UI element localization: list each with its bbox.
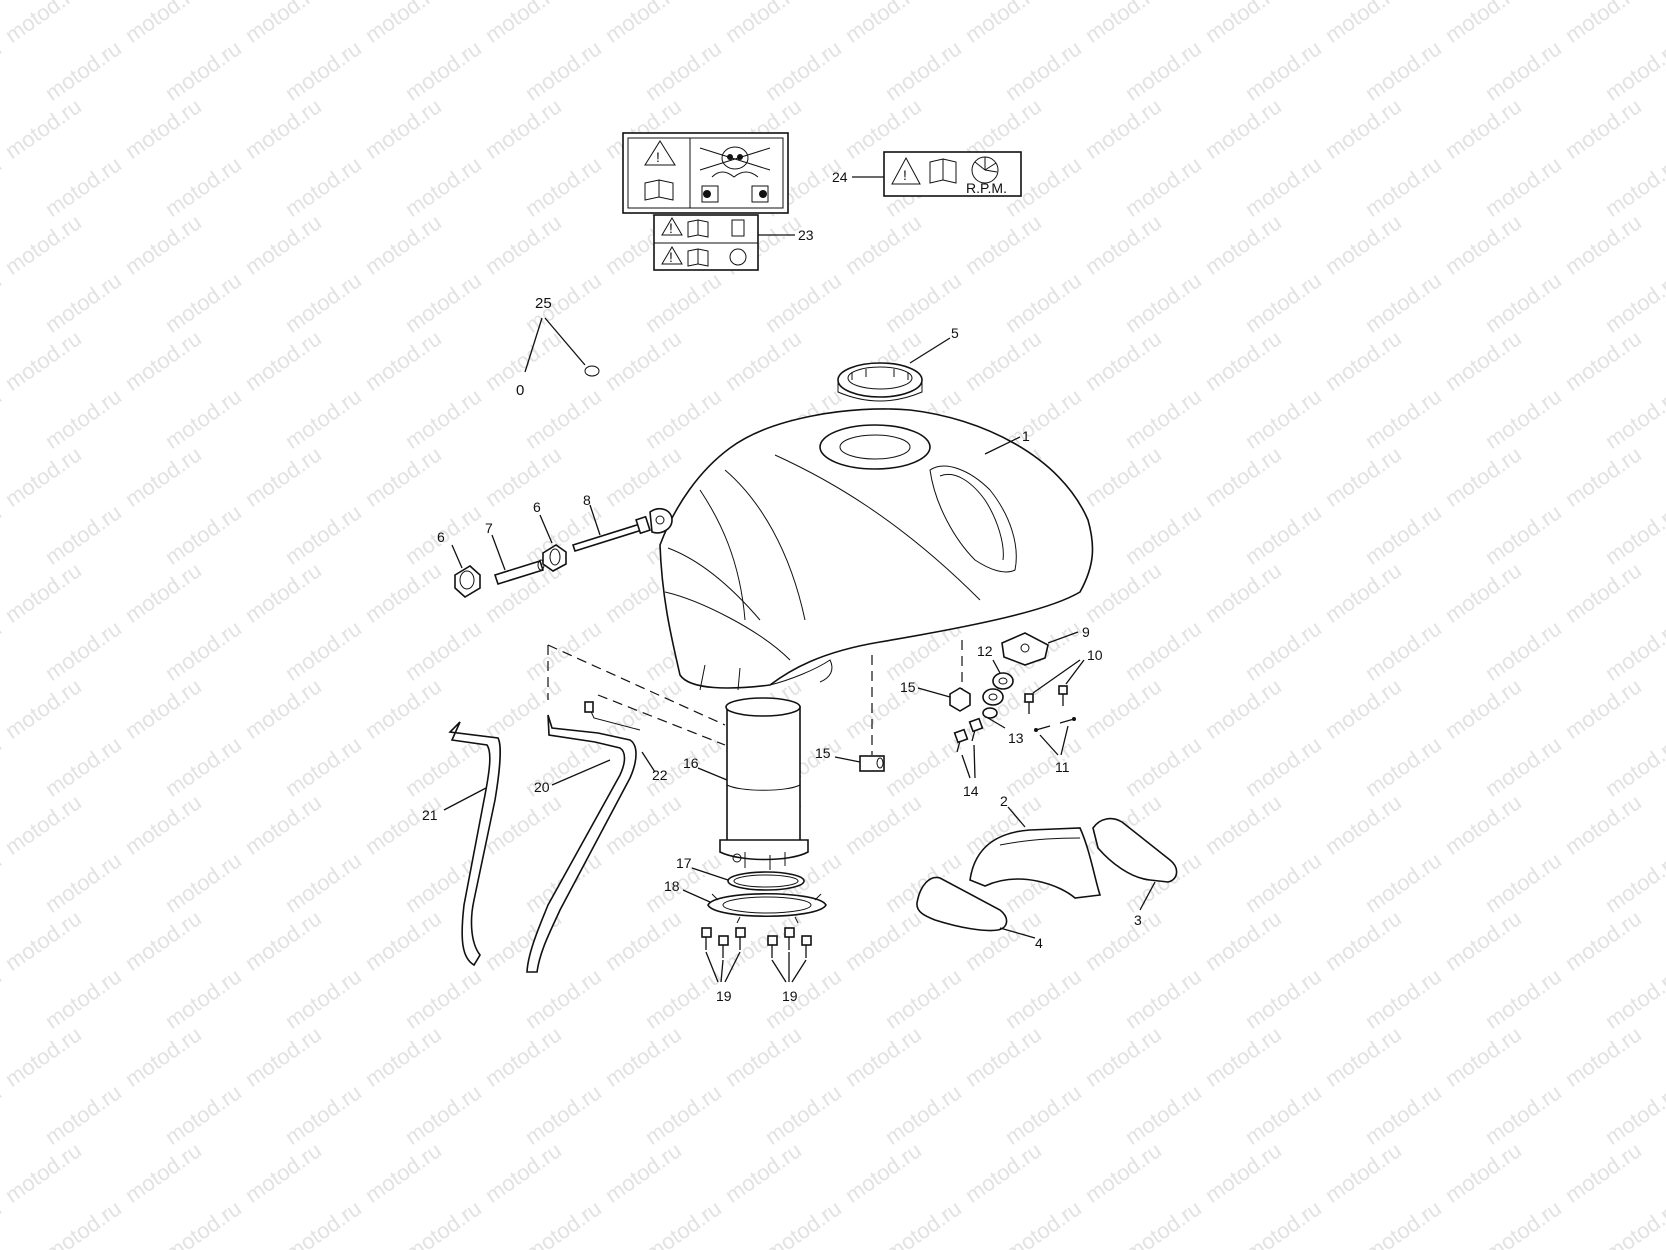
fuel-pump-assembly: 16 17 18 19 bbox=[547, 644, 827, 1004]
nut-15a bbox=[949, 687, 971, 712]
rubber-block-15 bbox=[859, 755, 885, 772]
bolt-14a bbox=[953, 728, 969, 753]
tank-pads: 2 3 4 bbox=[916, 793, 1178, 951]
bolt-14b bbox=[968, 717, 984, 742]
label-21: 21 bbox=[422, 807, 438, 823]
label-6-left: 6 bbox=[437, 529, 445, 545]
label-4: 4 bbox=[1035, 935, 1043, 951]
label-20: 20 bbox=[534, 779, 550, 795]
bush-6-left bbox=[454, 565, 481, 598]
label-3: 3 bbox=[1134, 912, 1142, 928]
decal-24-group: ! R.P.M. 24 bbox=[832, 151, 1022, 197]
helmet-icon bbox=[729, 248, 747, 266]
lock-ring-18 bbox=[707, 892, 827, 924]
fuel-lines: 21 22 20 bbox=[422, 701, 668, 973]
label-23: 23 bbox=[798, 227, 814, 243]
label-17: 17 bbox=[676, 855, 692, 871]
pad-3 bbox=[1092, 817, 1178, 883]
fuel-tank-1: 1 bbox=[659, 408, 1094, 691]
screws-19-left bbox=[701, 927, 746, 958]
rpm-text: R.P.M. bbox=[966, 180, 1007, 196]
label-19-left: 19 bbox=[716, 988, 732, 1004]
label-25: 25 bbox=[535, 295, 552, 312]
warning-triangle-icon bbox=[644, 140, 676, 166]
label-16: 16 bbox=[683, 755, 699, 771]
o-ring-25 bbox=[584, 365, 600, 377]
label-1: 1 bbox=[1022, 428, 1030, 444]
label-8: 8 bbox=[583, 492, 591, 508]
label-9: 9 bbox=[1082, 624, 1090, 640]
rear-mount-hardware: 9 10 12 13 bbox=[815, 624, 1103, 799]
pad-2 bbox=[969, 827, 1102, 899]
label-11: 11 bbox=[1055, 759, 1070, 775]
screws-19-right bbox=[767, 927, 812, 958]
label-13: 13 bbox=[1008, 730, 1024, 746]
svg-text:!: ! bbox=[903, 167, 907, 183]
book-icon bbox=[644, 179, 674, 201]
seal-17 bbox=[727, 871, 805, 891]
pad-4 bbox=[916, 876, 1008, 932]
label-18: 18 bbox=[664, 878, 680, 894]
screw-10a bbox=[1024, 693, 1034, 714]
skull-icon bbox=[699, 146, 771, 203]
label-5: 5 bbox=[951, 325, 959, 341]
tachometer-icon bbox=[971, 156, 999, 184]
label-24: 24 bbox=[832, 169, 848, 185]
grommet-12a bbox=[992, 672, 1014, 690]
decal-23-upper bbox=[622, 132, 789, 214]
o-ring-small: 0 bbox=[516, 382, 524, 399]
pipe-21 bbox=[448, 721, 501, 967]
svg-text:!: ! bbox=[669, 220, 673, 236]
fuel-pump-16 bbox=[719, 697, 809, 870]
bolt-8 bbox=[571, 508, 673, 552]
washer-13 bbox=[982, 707, 998, 719]
bracket-9 bbox=[1001, 632, 1049, 666]
label-15-upper: 15 bbox=[900, 679, 916, 695]
spring-11 bbox=[1034, 717, 1076, 732]
mount-hardware: 6 7 6 8 bbox=[437, 492, 673, 598]
pipe-22 bbox=[526, 701, 641, 973]
book-icon bbox=[929, 158, 957, 184]
filler-ring-5: 5 bbox=[837, 325, 959, 402]
label-14: 14 bbox=[963, 783, 979, 799]
label-2: 2 bbox=[1000, 793, 1008, 809]
label-10: 10 bbox=[1087, 647, 1103, 663]
label-15-lower: 15 bbox=[815, 745, 831, 761]
decal-23-group: ! ! ! 23 bbox=[622, 132, 814, 271]
grommet-12b bbox=[982, 688, 1004, 706]
o-ring-group-25: 25 0 bbox=[516, 295, 600, 399]
svg-text:!: ! bbox=[669, 249, 673, 265]
svg-text:!: ! bbox=[656, 149, 660, 165]
label-12: 12 bbox=[977, 643, 993, 659]
label-19-right: 19 bbox=[782, 988, 798, 1004]
label-7: 7 bbox=[485, 520, 493, 536]
bush-6-right bbox=[542, 544, 567, 572]
screw-10b bbox=[1058, 685, 1068, 706]
fuel-pump-icon bbox=[731, 219, 745, 237]
label-6-right: 6 bbox=[533, 499, 541, 515]
label-22: 22 bbox=[652, 767, 668, 783]
